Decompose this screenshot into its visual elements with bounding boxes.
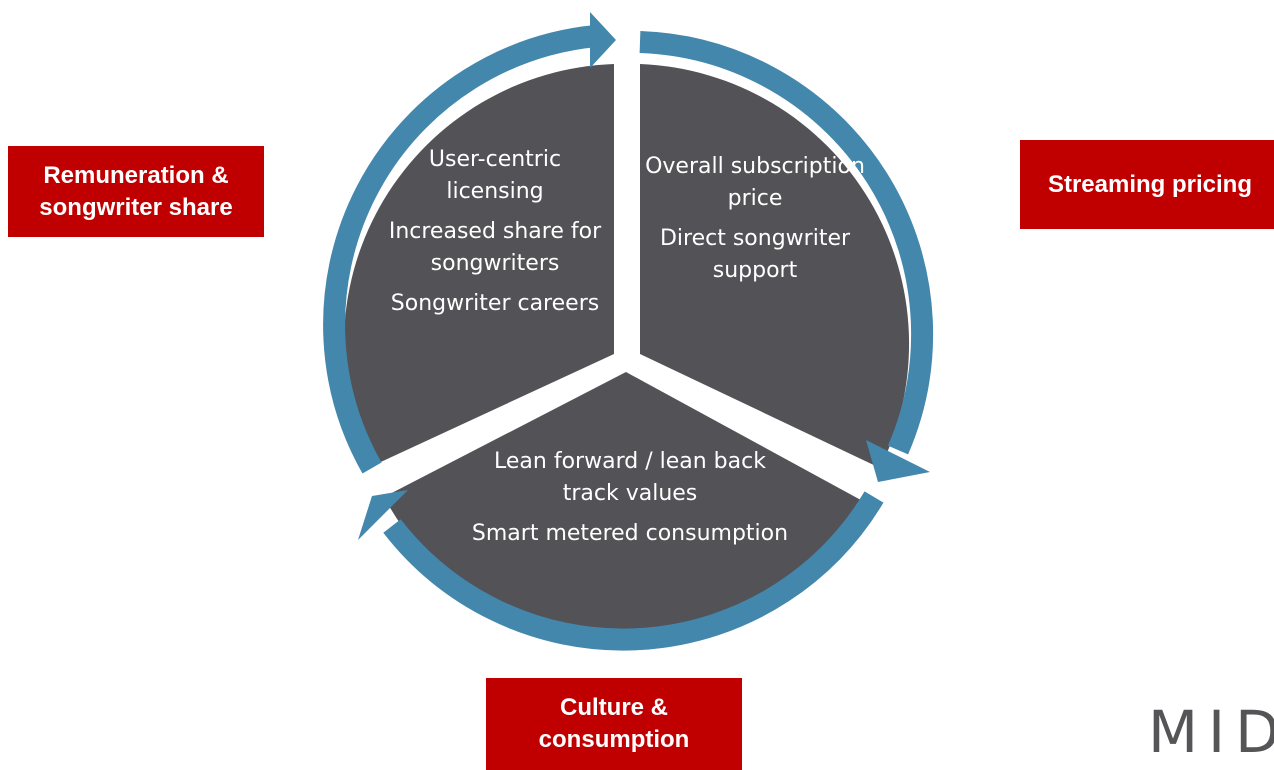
segment-bottom [384, 372, 870, 645]
label-remuneration-line: Remuneration & [43, 161, 229, 189]
ring-arc-bottom [383, 491, 884, 651]
arrow-head-top-icon [590, 12, 616, 68]
label-culture: Culture & consumption [486, 678, 742, 770]
segment-bottom-text: Lean forward / lean back track values Sm… [470, 446, 790, 558]
brand-logo: MIDiA [1148, 700, 1274, 764]
segment-left-item: Songwriter careers [390, 291, 600, 316]
segment-left-item: Increased share for songwriters [388, 219, 602, 276]
label-culture-line: Culture & [560, 694, 668, 721]
ring-arc-top-left [323, 25, 598, 474]
segment-right [640, 64, 910, 468]
segment-left-item: User-centric licensing [428, 147, 562, 204]
ring-arc-right [639, 31, 934, 455]
segment-bottom-item: Smart metered consumption [471, 521, 789, 546]
arrow-head-right-icon [866, 440, 930, 482]
segment-right-item: Direct songwriter support [659, 226, 851, 283]
label-streaming-pricing: Streaming pricing [1020, 140, 1274, 229]
arrow-head-left-icon [358, 490, 408, 540]
label-streaming-line: Streaming pricing [1047, 170, 1253, 198]
label-culture-line: consumption [538, 726, 690, 753]
label-remuneration-line: songwriter share [39, 193, 233, 221]
segment-left [343, 64, 614, 466]
segment-bottom-item: Lean forward / lean back track values [494, 449, 766, 506]
segment-right-item: Overall subscription price [645, 154, 865, 211]
segment-left-text: User-centric licensing Increased share f… [385, 144, 605, 328]
segment-right-text: Overall subscription price Direct songwr… [645, 151, 865, 295]
label-remuneration: Remuneration & songwriter share [8, 146, 264, 237]
